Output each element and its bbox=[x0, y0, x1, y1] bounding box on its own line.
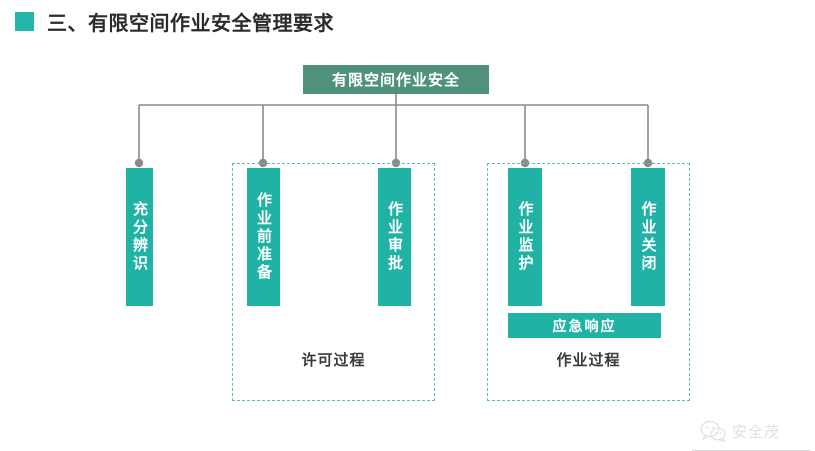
group-permit-process: 许可过程 bbox=[232, 163, 435, 401]
group-operation-caption: 作业过程 bbox=[556, 351, 621, 369]
watermark-text: 安全茂 bbox=[732, 422, 781, 441]
node-bar-label: 应急响应 bbox=[552, 318, 617, 335]
page-title: 三、有限空间作业安全管理要求 bbox=[47, 10, 334, 35]
node-box-work-approval[interactable]: 作业审批 bbox=[378, 168, 411, 306]
group-permit-caption: 许可过程 bbox=[301, 351, 366, 369]
node-label: 作业监护 bbox=[516, 201, 535, 273]
watermark: 安全茂 bbox=[700, 420, 780, 442]
node-label: 作业关闭 bbox=[639, 201, 658, 273]
wechat-logo-icon bbox=[700, 420, 726, 442]
node-box-work-supervision[interactable]: 作业监护 bbox=[508, 168, 542, 306]
node-label: 作业审批 bbox=[386, 201, 404, 273]
node-box-identification[interactable]: 充分辨识 bbox=[126, 168, 153, 306]
node-bar-emergency-response[interactable]: 应急响应 bbox=[508, 313, 661, 338]
group-operation-process: 作业过程 bbox=[487, 163, 690, 401]
root-node-label: 有限空间作业安全 bbox=[331, 71, 460, 89]
node-box-work-closure[interactable]: 作业关闭 bbox=[631, 168, 665, 306]
root-node[interactable]: 有限空间作业安全 bbox=[303, 65, 489, 94]
node-box-pre-work-preparation[interactable]: 作业前准备 bbox=[247, 168, 280, 306]
diagram-canvas: 有限空间作业安全 许可过程 作业过程 充分辨识 作业前准备 作业审批 作业监护 … bbox=[0, 42, 815, 451]
square-bullet-icon bbox=[15, 11, 34, 31]
node-label: 充分辨识 bbox=[131, 201, 149, 273]
node-label: 作业前准备 bbox=[255, 192, 273, 282]
page-header: 三、有限空间作业安全管理要求 bbox=[0, 0, 815, 42]
